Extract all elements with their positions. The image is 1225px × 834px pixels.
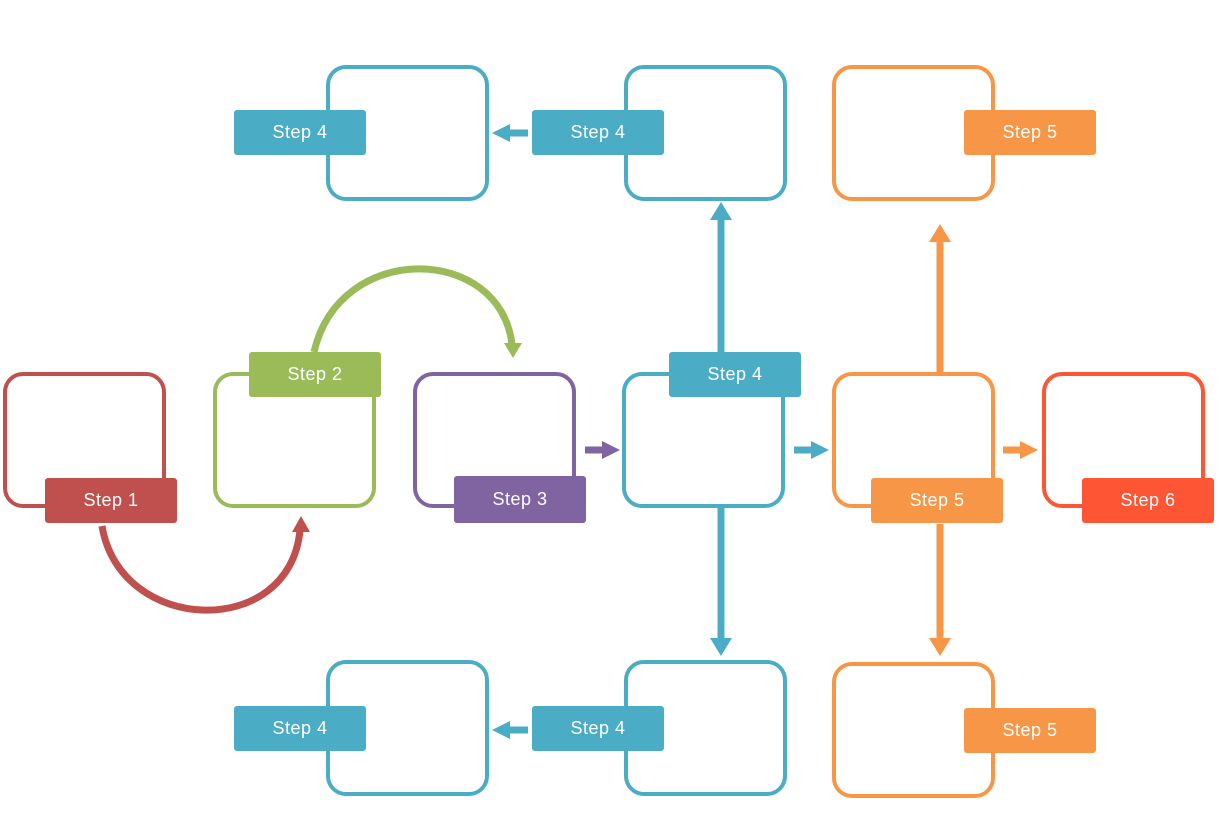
step4-top-left-label: Step 4 bbox=[234, 110, 366, 155]
arrow-step5-up bbox=[929, 224, 951, 374]
arrow-step5-to-step6 bbox=[1003, 441, 1038, 459]
arrow-step5-down bbox=[929, 524, 951, 656]
step3-label: Step 3 bbox=[454, 476, 586, 523]
arrow-step4-to-step5 bbox=[794, 441, 829, 459]
step5-bottom-label: Step 5 bbox=[964, 708, 1096, 753]
step2-label: Step 2 bbox=[249, 352, 381, 397]
step6-label: Step 6 bbox=[1082, 478, 1214, 523]
step4-top-mid-label: Step 4 bbox=[532, 110, 664, 155]
step4-bottom-mid-label: Step 4 bbox=[532, 706, 664, 751]
step5-center-label: Step 5 bbox=[871, 478, 1003, 523]
arrow-step3-to-step4 bbox=[585, 441, 620, 459]
arrow-step1-to-step2 bbox=[98, 516, 310, 614]
step4-bottom-left-label: Step 4 bbox=[234, 706, 366, 751]
step1-label: Step 1 bbox=[45, 478, 177, 523]
arrow-top-step4-left bbox=[492, 124, 528, 142]
arrow-step4-up bbox=[710, 202, 732, 352]
step4-center-label: Step 4 bbox=[669, 352, 801, 397]
arrow-step4-down bbox=[710, 508, 732, 656]
arrow-step2-to-step3 bbox=[310, 265, 522, 358]
step5-top-label: Step 5 bbox=[964, 110, 1096, 155]
arrow-bottom-step4-left bbox=[492, 721, 528, 739]
